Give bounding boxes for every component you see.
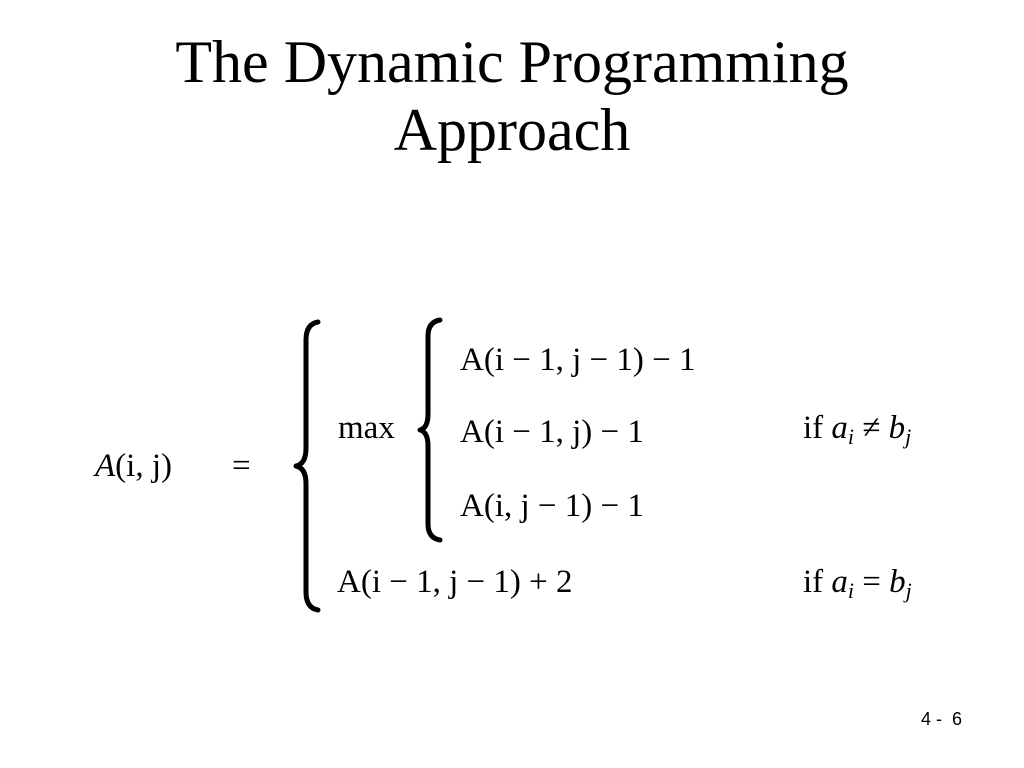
formula-max-label: max [338, 410, 395, 446]
condition-not-equal: if ai ≠ bj [803, 408, 911, 448]
outer-brace [293, 319, 321, 613]
formula-lhs: A(i, j) [95, 446, 172, 486]
condition-2-sub-j: j [905, 578, 912, 603]
slide-title: The Dynamic Programming Approach [0, 28, 1024, 164]
page-number-page: 6 [951, 709, 962, 729]
condition-1-operator: ≠ [862, 410, 881, 446]
condition-1-sub-i: i [847, 424, 855, 449]
page-number: 4 - 6 [921, 708, 962, 730]
slide-title-line-2: Approach [393, 97, 631, 163]
page-number-chapter: 4 - [920, 709, 942, 729]
condition-equal: if ai = bj [803, 562, 912, 602]
condition-1-b: b [888, 410, 906, 446]
outer-case-2: A(i − 1, j − 1) + 2 [337, 564, 573, 600]
formula-lhs-arguments: (i, j) [115, 448, 172, 484]
inner-case-2: A(i − 1, j) − 1 [460, 414, 644, 450]
inner-brace [417, 317, 443, 543]
condition-2-b: b [889, 564, 906, 600]
condition-2-if: if [803, 564, 824, 600]
condition-1-a: a [831, 410, 848, 446]
condition-1-if: if [803, 410, 824, 446]
condition-2-sub-i: i [847, 578, 855, 603]
condition-1-sub-j: j [905, 424, 912, 449]
formula-equals: = [232, 448, 251, 484]
formula-lhs-function: A [95, 448, 116, 484]
condition-2-operator: = [862, 564, 881, 600]
inner-case-1: A(i − 1, j − 1) − 1 [460, 342, 696, 378]
inner-case-3: A(i, j − 1) − 1 [460, 488, 644, 524]
condition-2-a: a [831, 564, 848, 600]
slide-title-line-1: The Dynamic Programming [175, 29, 849, 95]
